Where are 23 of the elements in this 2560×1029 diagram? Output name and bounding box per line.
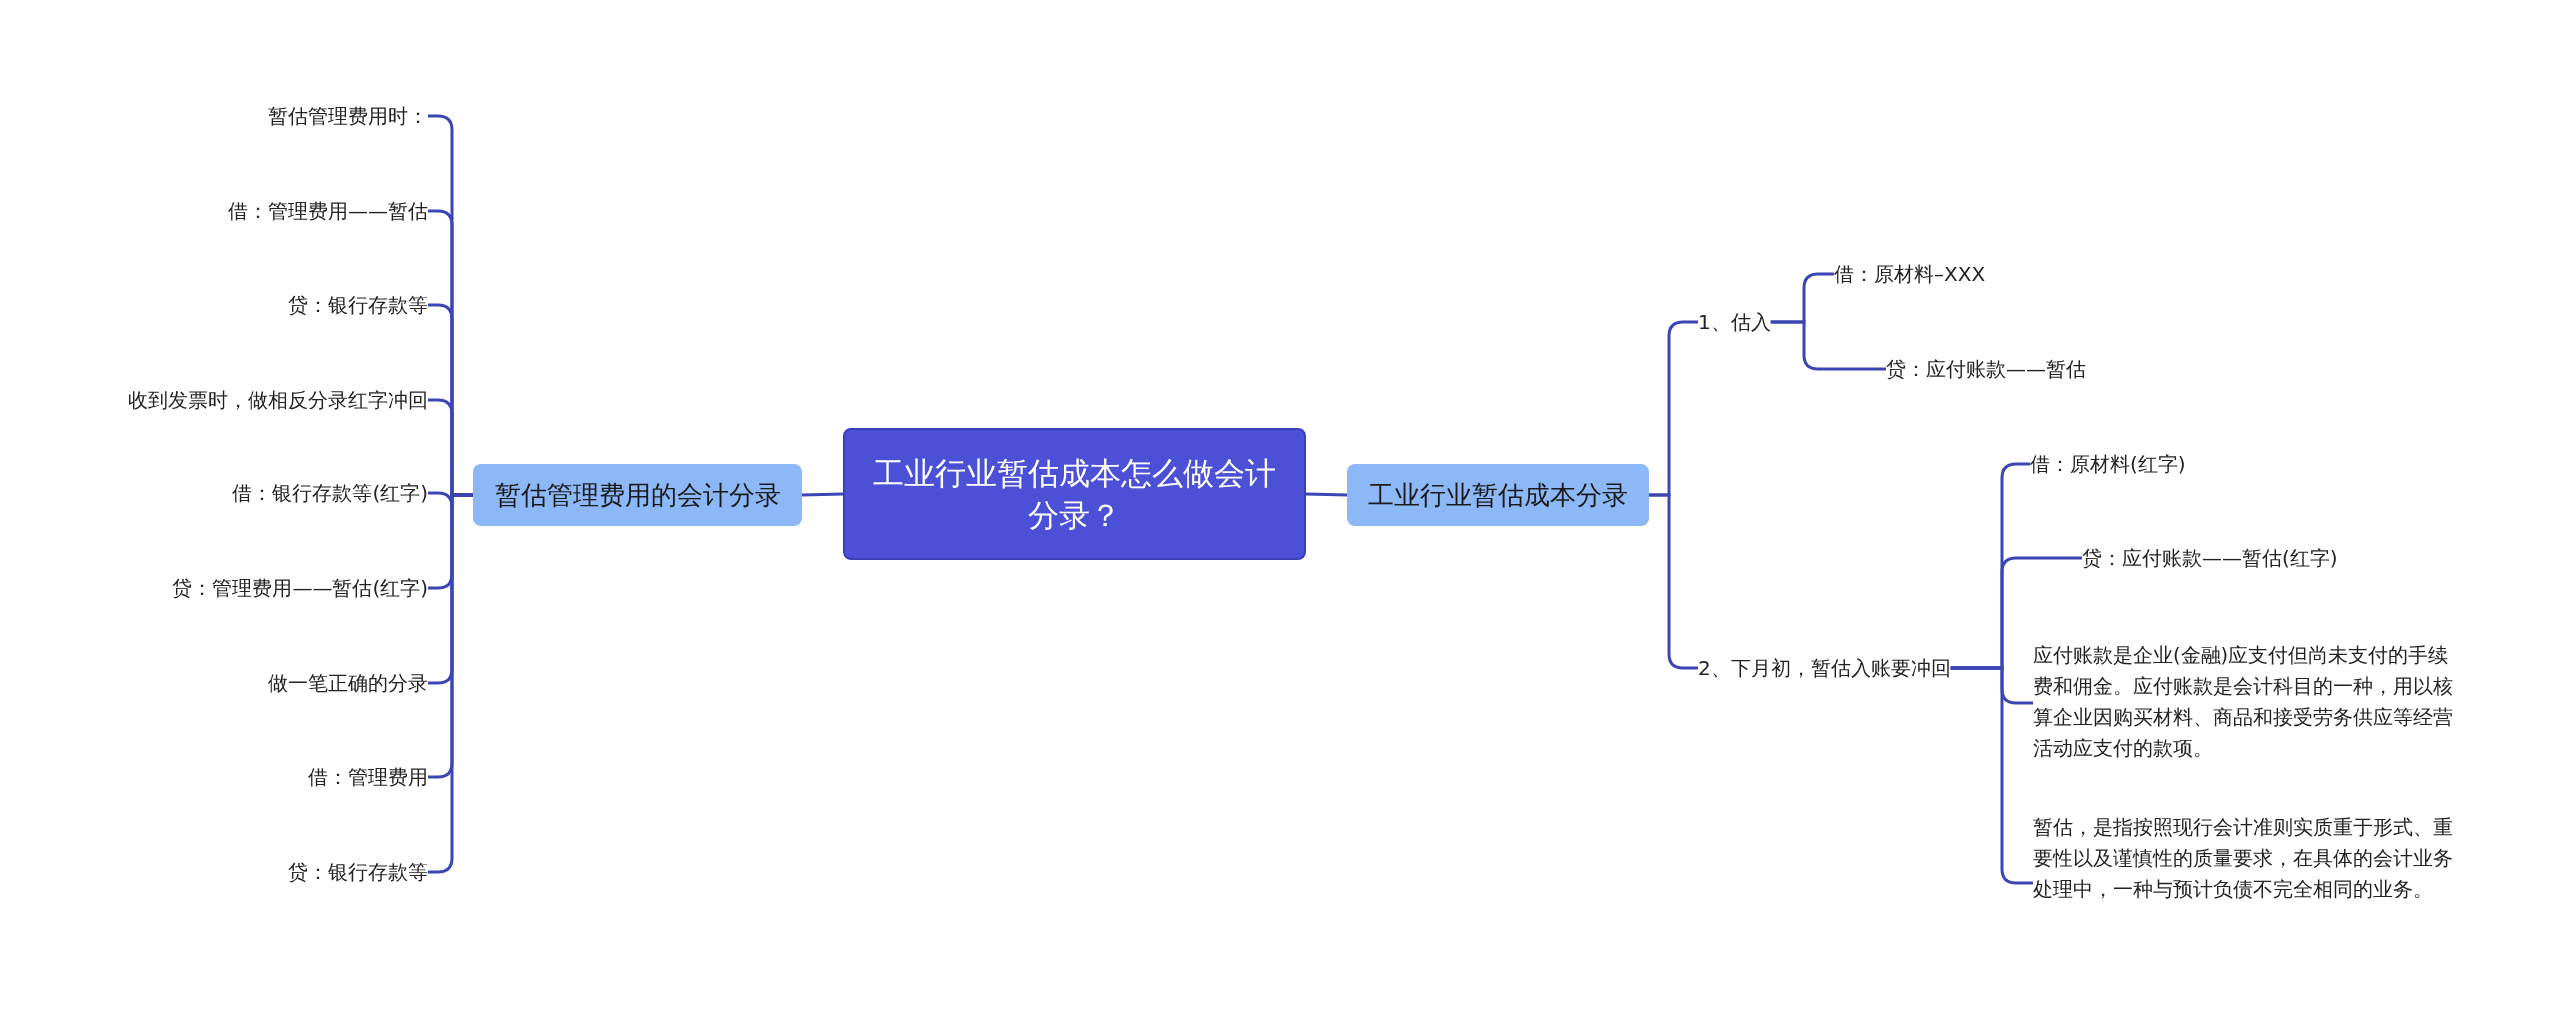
topic-text: 做一笔正确的分录 [268, 668, 428, 698]
note-text: 暂估，是指按照现行会计准则实质重于形式、重要性以及谨慎性的质量要求，在具体的会计业务处理中，一种与预计负债不完全相同的业务。 [2033, 812, 2463, 905]
topic-text: 收到发票时，做相反分录红字冲回 [128, 385, 428, 415]
connector-line [1770, 320, 1886, 371]
topic-text: 借：原材料(红字) [2030, 449, 2186, 479]
topic-text: 借：银行存款等(红字) [232, 478, 428, 508]
central-topic-box: 工业行业暂估成本怎么做会计分录？ [843, 428, 1306, 560]
topic-text: 1、估入 [1698, 307, 1771, 337]
topic-text: 借：管理费用——暂估 [228, 196, 428, 226]
topic-box: 工业行业暂估成本分录 [1347, 464, 1649, 526]
topic-text: 贷：应付账款——暂估(红字) [2082, 543, 2338, 573]
connector-line [801, 492, 844, 497]
topic-text: 贷：应付账款——暂估 [1886, 354, 2086, 384]
connector-line [1305, 492, 1348, 497]
topic-text: 贷：银行存款等 [288, 290, 428, 320]
topic-text: 暂估管理费用时： [268, 101, 428, 131]
note-text: 应付账款是企业(金融)应支付但尚未支付的手续费和佣金。应付账款是会计科目的一种，用以核算企业因购买材料、商品和接受劳务供应等经营活动应支付的款项。 [2033, 640, 2463, 764]
topic-text: 贷：管理费用——暂估(红字) [172, 573, 428, 603]
topic-text: 借：管理费用 [308, 762, 428, 792]
topic-text: 借：原材料–XXX [1834, 259, 1986, 289]
topic-box: 暂估管理费用的会计分录 [473, 464, 802, 526]
topic-text: 贷：银行存款等 [288, 857, 428, 887]
topic-text: 2、下月初，暂估入账要冲回 [1698, 653, 1951, 683]
